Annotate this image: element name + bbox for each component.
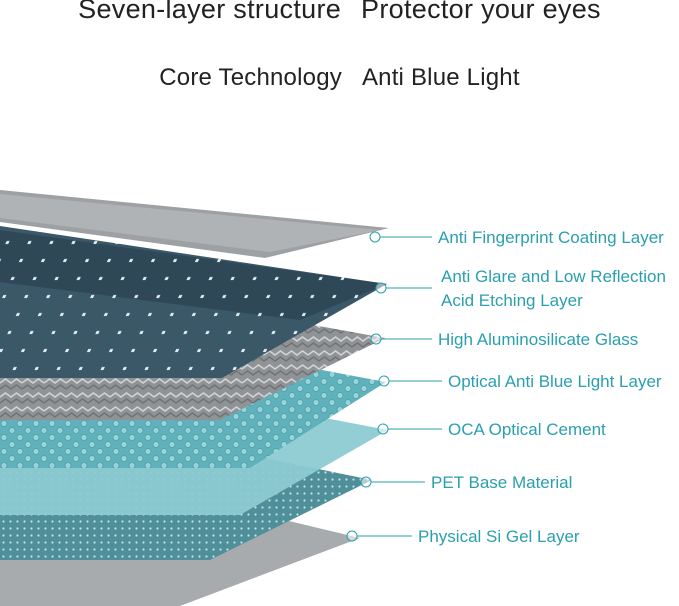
callout-marker [375, 282, 387, 294]
title-left: Seven-layer structure [78, 0, 342, 24]
callout-marker [370, 333, 382, 345]
layer-label: Anti Glare and Low Reflection [441, 267, 666, 286]
callout-optical-anti-blue-light-layer: Optical Anti Blue Light Layer [378, 372, 662, 391]
callout-physical-si-gel-layer: Physical Si Gel Layer [346, 527, 580, 546]
page-subtitle: Core Technology Anti Blue Light [0, 64, 679, 92]
layer-label: Physical Si Gel Layer [418, 527, 580, 546]
layer-label: Anti Fingerprint Coating Layer [438, 228, 664, 247]
callout-pet-base-material: PET Base Material [360, 473, 572, 492]
callout-marker [346, 530, 358, 542]
subtitle-left: Core Technology [159, 64, 342, 91]
callout-marker [378, 375, 390, 387]
callout-oca-optical-cement: OCA Optical Cement [377, 420, 606, 439]
page-title: Seven-layer structure Protector your eyes [0, 0, 679, 25]
title-right: Protector your eyes [361, 0, 601, 24]
layer-label: High Aluminosilicate Glass [438, 330, 638, 349]
acid-etching-sheet-top [0, 230, 387, 320]
subtitle-right: Anti Blue Light [361, 64, 520, 91]
callout-marker [377, 423, 389, 435]
layer-label: Optical Anti Blue Light Layer [448, 372, 662, 391]
layer-label: OCA Optical Cement [448, 420, 606, 439]
callout-marker [369, 231, 381, 243]
callout-marker [360, 476, 372, 488]
layer-label: Acid Etching Layer [441, 291, 583, 310]
callout-anti-fingerprint-coating-layer: Anti Fingerprint Coating Layer [369, 228, 664, 247]
anti-fingerprint-sheet-shine [0, 194, 380, 252]
callout-high-aluminosilicate-glass: High Aluminosilicate Glass [370, 330, 638, 349]
layer-label: PET Base Material [431, 473, 572, 492]
